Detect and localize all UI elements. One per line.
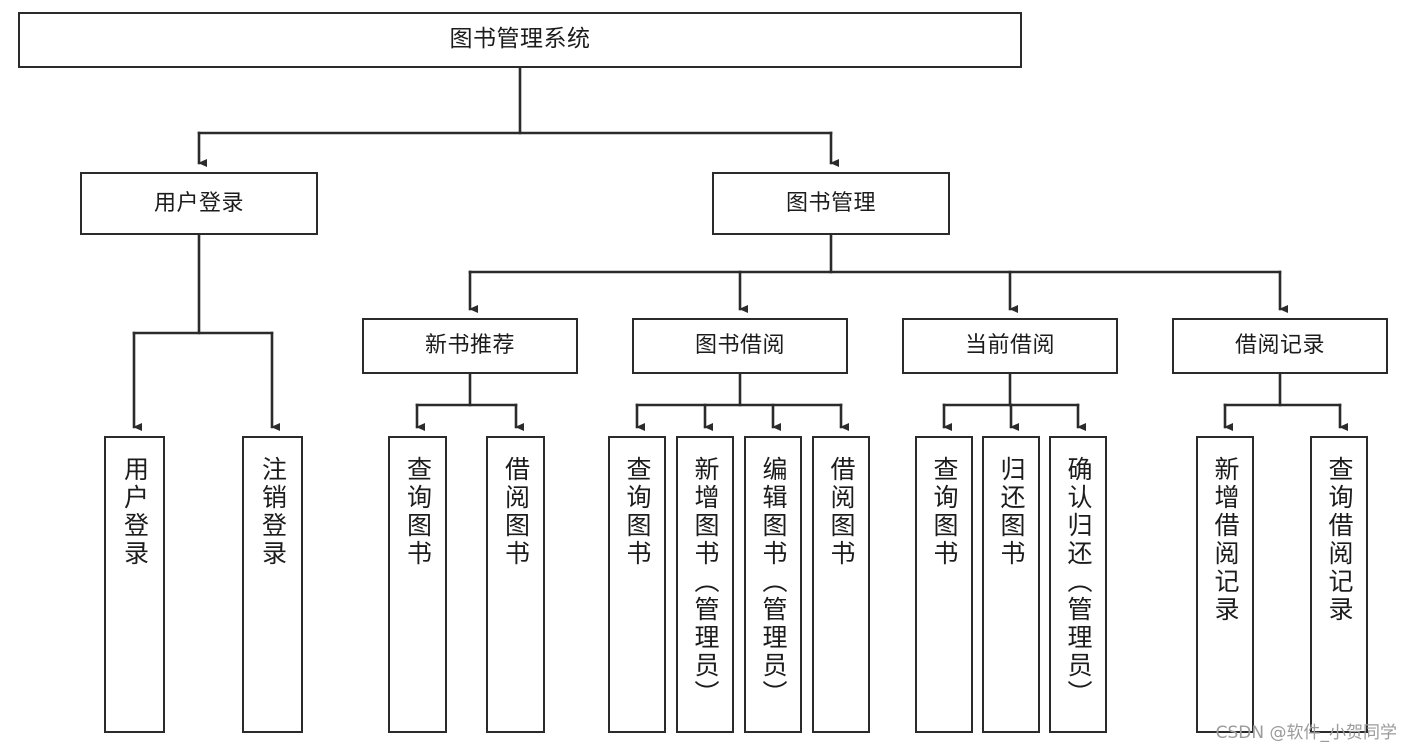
node-book-manage-label: 图书管理: [785, 190, 876, 216]
node-leaf-query-book-3[interactable]: 查询图书: [915, 436, 973, 733]
node-root[interactable]: 图书管理系统: [18, 12, 1022, 68]
node-leaf-logout-login-label: 注销登录: [258, 456, 288, 568]
node-leaf-confirm-return-label: 确认归还（管理员）: [1064, 456, 1093, 708]
node-leaf-query-book-3-label: 查询图书: [930, 456, 959, 568]
node-user-login[interactable]: 用户登录: [80, 172, 318, 235]
node-leaf-logout-login[interactable]: 注销登录: [242, 436, 303, 733]
node-leaf-query-record-label: 查询借阅记录: [1325, 456, 1354, 624]
node-leaf-query-book-2-label: 查询图书: [623, 456, 652, 568]
node-current-borrow-label: 当前借阅: [964, 333, 1055, 359]
node-leaf-add-record-label: 新增借阅记录: [1211, 456, 1240, 624]
node-new-book-rec[interactable]: 新书推荐: [362, 318, 578, 374]
node-leaf-query-book-1-label: 查询图书: [403, 456, 433, 568]
node-book-borrow[interactable]: 图书借阅: [632, 318, 848, 374]
node-leaf-return-book-label: 归还图书: [997, 456, 1026, 568]
node-leaf-confirm-return[interactable]: 确认归还（管理员）: [1049, 436, 1107, 733]
node-leaf-borrow-book-2-label: 借阅图书: [827, 456, 856, 568]
node-root-label: 图书管理系统: [449, 26, 591, 53]
node-borrow-record[interactable]: 借阅记录: [1172, 318, 1388, 374]
node-leaf-borrow-book-2[interactable]: 借阅图书: [812, 436, 870, 733]
node-leaf-add-record[interactable]: 新增借阅记录: [1196, 436, 1254, 733]
node-leaf-edit-book-label: 编辑图书（管理员）: [759, 456, 788, 708]
node-book-borrow-label: 图书借阅: [694, 333, 785, 359]
node-leaf-add-book-label: 新增图书（管理员）: [691, 456, 720, 708]
node-leaf-query-book-1[interactable]: 查询图书: [388, 436, 447, 733]
node-leaf-return-book[interactable]: 归还图书: [982, 436, 1040, 733]
node-leaf-borrow-book-1[interactable]: 借阅图书: [486, 436, 545, 733]
node-new-book-rec-label: 新书推荐: [424, 333, 515, 359]
node-leaf-user-login-label: 用户登录: [120, 456, 150, 568]
node-leaf-query-book-2[interactable]: 查询图书: [608, 436, 666, 733]
node-leaf-query-record[interactable]: 查询借阅记录: [1310, 436, 1368, 733]
node-current-borrow[interactable]: 当前借阅: [902, 318, 1118, 374]
node-leaf-edit-book[interactable]: 编辑图书（管理员）: [744, 436, 802, 733]
node-borrow-record-label: 借阅记录: [1234, 333, 1325, 359]
node-leaf-add-book[interactable]: 新增图书（管理员）: [676, 436, 734, 733]
node-user-login-label: 用户登录: [153, 190, 244, 216]
csdn-watermark: CSDN @软件_小贺同学: [1215, 723, 1397, 743]
node-leaf-user-login[interactable]: 用户登录: [104, 436, 165, 733]
node-book-manage[interactable]: 图书管理: [712, 172, 950, 235]
node-leaf-borrow-book-1-label: 借阅图书: [501, 456, 531, 568]
